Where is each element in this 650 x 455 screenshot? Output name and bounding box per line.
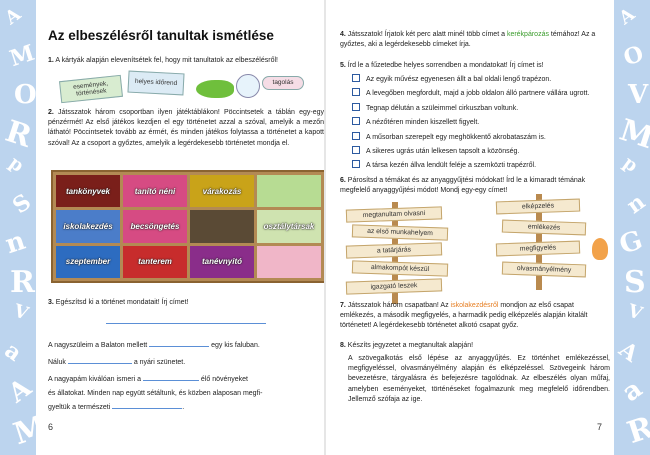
tag-card-order: helyes időrend [127,70,185,96]
strip-letter: R [10,265,35,300]
strip-letter: M [6,39,36,73]
order-checkbox[interactable] [352,117,360,126]
strip-letter: R [623,410,650,451]
fill-in-text: A nagyszüleim a Balaton mellett egy kis … [48,337,324,416]
fishbowl-icon [236,74,260,98]
strip-letter: A [3,372,36,410]
board-cell-empty [257,245,321,278]
sentence-item: Az egyik művész egyenesen állt a bal old… [352,73,614,87]
strip-letter: S [624,265,646,300]
sentence-item: A műsorban szerepelt egy meghökkentő akr… [352,131,614,145]
strip-letter: a [0,337,27,367]
blank-1[interactable] [149,339,210,347]
strip-letter: M [615,112,650,157]
order-checkbox[interactable] [352,160,360,169]
sign-plank: emlékezés [501,219,587,236]
strip-letter: M [9,408,36,453]
page-number: 6 [48,422,54,432]
sentence-list: Az egyik művész egyenesen állt a bal old… [352,73,614,174]
sign-plank: az első munkahelyem [351,224,449,241]
blank-3[interactable] [142,373,199,382]
strip-letter: A [614,336,644,368]
strip-letter: p [5,152,28,177]
strip-letter: V [625,300,645,325]
tag-card-structure: tagolás [262,76,304,90]
crow-icon [190,210,254,243]
board-cell: tanító néni [123,175,187,208]
sign-plank: igazgató leszek [345,278,443,295]
strip-letter: V [628,80,649,110]
strip-letter: p [619,152,642,177]
sign-plank: elképzelés [495,198,581,215]
board-cell-empty [257,175,321,208]
board-cell: tankönyvek [56,175,120,208]
task-3: 3. Egészítsd ki a történet mondatait! Ír… [48,299,189,306]
sign-plank: olvasmányélmény [501,261,587,278]
chameleon-icon [196,80,234,98]
sentence-item: A nézőtéren minden kiszellett figyelt. [352,116,614,130]
left-page: Az elbeszélésről tanultak ismétlése 1. A… [36,0,326,455]
blank-4[interactable] [112,401,183,409]
page-divider [324,0,326,455]
task-1: 1. A kártyák alapján elevenítsétek fel, … [48,57,278,64]
strip-letter: R [1,114,36,155]
board-cell: becsöngetés [123,210,187,243]
child-icon [592,238,608,260]
board-cell: osztálytársak [257,210,321,243]
title-blank[interactable] [106,323,266,324]
sentence-item: A társa kezén állva lendült feléje a sze… [352,159,614,173]
sentence-item: Tegnap délután a szüleimmel cirkuszban v… [352,102,614,116]
task-5: 5. Írd le a fűzetedbe helyes sorrendben … [340,62,544,69]
sign-plank: megfigyelés [495,240,581,257]
strip-letter: V [11,300,31,325]
sentence-item: A levegőben megfordult, majd a jobb olda… [352,87,614,101]
strip-letter: S [7,188,36,220]
sign-plank: almakompót készül [351,260,449,277]
task-8: 8. Készíts jegyzetet a megtanultak alapj… [340,342,474,349]
sign-plank: megtanultam olvasni [345,206,443,223]
order-checkbox[interactable] [352,131,360,140]
page-number: 7 [596,422,602,432]
strip-letter: A [1,3,25,30]
order-checkbox[interactable] [352,102,360,111]
task-7: 7. Játsszatok három csapatban! Az iskola… [340,302,588,330]
page-title: Az elbeszélésről tanultak ismétlése [48,28,274,43]
sign-plank: a tatárjárás [345,242,443,259]
strip-letter: O [620,40,647,72]
task-4: 4. Játsszatok! Írjatok két perc alatt mi… [340,31,596,49]
board-cell: szeptember [56,245,120,278]
strip-letter: O [14,80,36,110]
note-text: A szövegalkotás első lépése az anyaggyűj… [348,355,610,403]
blank-2[interactable] [67,356,132,365]
task-2: 2. Játsszatok három csoportban ilyen ját… [48,109,324,147]
strip-letter: A [615,3,639,30]
task-6: 6. Párosítsd a témákat és az anyaggyűjté… [340,177,586,195]
order-checkbox[interactable] [352,146,360,155]
strip-letter: G [615,225,647,261]
strip-letter: n [621,188,650,220]
order-checkbox[interactable] [352,88,360,97]
tag-card-events: események, történések [59,74,123,104]
order-checkbox[interactable] [352,74,360,82]
strip-letter: n [1,225,30,261]
board-cell: iskolakezdés [56,210,120,243]
sentence-item: A sikeres ugrás után lelkesen tapsolt a … [352,145,614,159]
board-cell: tanévnyitó [190,245,254,278]
right-page: 4. Játsszatok! Írjatok két perc alatt mi… [326,0,614,455]
strip-letter: a [616,373,649,409]
board-cell: tanterem [123,245,187,278]
board-cell: várakozás [190,175,254,208]
